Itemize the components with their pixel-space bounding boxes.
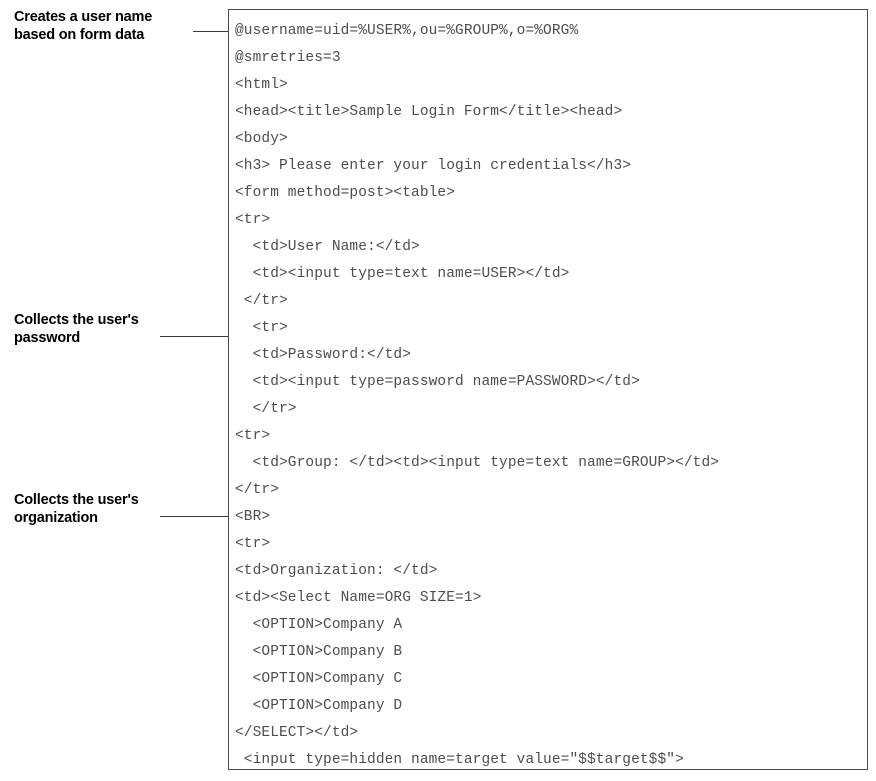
code-line: </SELECT></td> bbox=[235, 725, 359, 741]
annotation-organization: Collects the user's organization bbox=[14, 491, 214, 527]
code-line: @username=uid=%USER%,ou=%GROUP%,o=%ORG% bbox=[235, 23, 579, 39]
code-line: <tr> bbox=[235, 536, 271, 552]
code-line: <td><input type=password name=PASSWORD><… bbox=[235, 374, 640, 390]
code-line: <head><title>Sample Login Form</title><h… bbox=[235, 104, 623, 120]
code-line: <OPTION>Company D bbox=[235, 698, 403, 714]
annotation-text-line: Collects the user's bbox=[14, 492, 139, 508]
code-line: <tr> bbox=[235, 428, 271, 444]
annotation-text-line: password bbox=[14, 330, 81, 346]
code-line: <td><Select Name=ORG SIZE=1> bbox=[235, 590, 482, 606]
annotation-leader-line bbox=[160, 516, 233, 517]
code-line: <td>Organization: </td> bbox=[235, 563, 438, 579]
code-line: <body> bbox=[235, 131, 288, 147]
code-line: </tr> bbox=[235, 293, 288, 309]
annotation-text-line: Creates a user name bbox=[14, 9, 153, 25]
annotation-text-line: based on form data bbox=[14, 27, 145, 43]
annotation-username: Creates a user name based on form data bbox=[14, 8, 214, 44]
annotation-text-line: organization bbox=[14, 510, 98, 526]
code-line: <tr> bbox=[235, 320, 288, 336]
code-line: </tr> bbox=[235, 482, 280, 498]
code-listing: @username=uid=%USER%,ou=%GROUP%,o=%ORG% @… bbox=[229, 10, 867, 769]
code-line: </tr> bbox=[235, 401, 297, 417]
code-line: <tr> bbox=[235, 212, 271, 228]
annotation-leader-line bbox=[193, 31, 233, 32]
code-line: <td>Group: </td><td><input type=text nam… bbox=[235, 455, 720, 471]
annotation-password: Collects the user's password bbox=[14, 311, 214, 347]
code-line: <td><input type=text name=USER></td> bbox=[235, 266, 570, 282]
code-line: <td>Password:</td> bbox=[235, 347, 412, 363]
code-line: <h3> Please enter your login credentials… bbox=[235, 158, 632, 174]
code-line: <input type=hidden name=target value="$$… bbox=[235, 752, 684, 768]
annotation-text-line: Collects the user's bbox=[14, 312, 139, 328]
code-line: <td>User Name:</td> bbox=[235, 239, 420, 255]
annotation-leader-line bbox=[160, 336, 253, 337]
code-line: <OPTION>Company A bbox=[235, 617, 403, 633]
code-line: <BR> bbox=[235, 509, 271, 525]
code-line: <html> bbox=[235, 77, 288, 93]
code-line: <OPTION>Company B bbox=[235, 644, 403, 660]
code-listing-box: @username=uid=%USER%,ou=%GROUP%,o=%ORG% @… bbox=[228, 9, 868, 770]
code-line: <OPTION>Company C bbox=[235, 671, 403, 687]
code-line: <form method=post><table> bbox=[235, 185, 456, 201]
code-line: @smretries=3 bbox=[235, 50, 341, 66]
